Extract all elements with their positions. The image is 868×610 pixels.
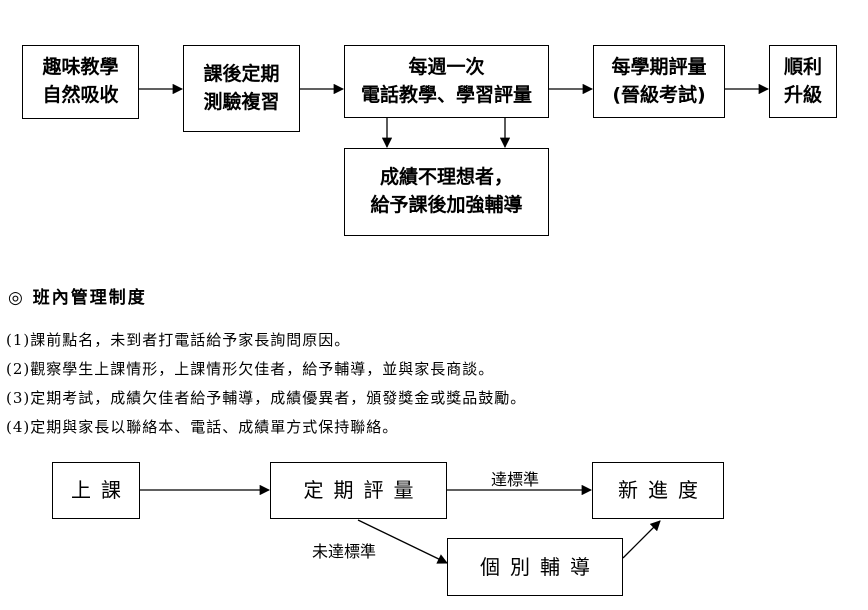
rule-item: (3)定期考試，成績欠佳者給予輔導，成績優異者，頒發獎金或獎品鼓勵。 bbox=[6, 389, 527, 407]
node-semester-exam-line1: 每學期評量 bbox=[611, 55, 707, 78]
node-fun-learning-line2: 自然吸收 bbox=[42, 84, 119, 106]
rule-item: (2)觀察學生上課情形，上課情形欠佳者，給予輔導，並與家長商談。 bbox=[6, 360, 495, 378]
node-class: 上課 bbox=[52, 462, 140, 519]
node-tutoring: 個別輔導 bbox=[447, 538, 623, 596]
node-remedial-line1: 成績不理想者， bbox=[379, 166, 513, 189]
arrow-assessment-tutoring bbox=[357, 519, 448, 564]
rule-item: (4)定期與家長以聯絡本、電話、成績單方式保持聯絡。 bbox=[6, 418, 399, 436]
node-promotion-line1: 順利 bbox=[783, 55, 822, 78]
node-promotion-line2: 升級 bbox=[783, 83, 822, 106]
node-semester-exam-line2: (晉級考試) bbox=[612, 83, 706, 106]
node-fun-learning: 趣味教學 自然吸收 bbox=[22, 45, 139, 119]
node-assessment-label: 定期評量 bbox=[303, 478, 424, 502]
section-heading: ◎ 班內管理制度 bbox=[8, 288, 147, 308]
node-class-label: 上課 bbox=[71, 478, 131, 502]
node-review-tests: 課後定期 測驗複習 bbox=[183, 45, 300, 132]
node-new-progress-label: 新進度 bbox=[618, 478, 708, 502]
node-weekly-call-line1: 每週一次 bbox=[408, 55, 485, 78]
node-review-tests-line1: 課後定期 bbox=[203, 62, 280, 85]
node-semester-exam: 每學期評量 (晉級考試) bbox=[593, 45, 725, 118]
node-weekly-call: 每週一次 電話教學、學習評量 bbox=[344, 45, 549, 118]
node-promotion: 順利 升級 bbox=[769, 45, 837, 118]
arrow-tutoring-newprogress bbox=[622, 520, 661, 559]
node-new-progress: 新進度 bbox=[592, 462, 724, 519]
node-assessment: 定期評量 bbox=[270, 462, 447, 519]
fail-label: 未達標準 bbox=[312, 542, 377, 561]
node-tutoring-label: 個別輔導 bbox=[480, 554, 600, 579]
rule-item: (1)課前點名，未到者打電話給予家長詢問原因。 bbox=[6, 331, 351, 349]
node-remedial-line2: 給予課後加強輔導 bbox=[370, 194, 523, 216]
pass-label: 達標準 bbox=[491, 470, 540, 489]
node-fun-learning-line1: 趣味教學 bbox=[42, 56, 119, 79]
node-remedial: 成績不理想者， 給予課後加強輔導 bbox=[344, 148, 549, 236]
node-weekly-call-line2: 電話教學、學習評量 bbox=[360, 83, 532, 106]
node-review-tests-line2: 測驗複習 bbox=[203, 90, 280, 113]
rules-list: (1)課前點名，未到者打電話給予家長詢問原因。 (2)觀察學生上課情形，上課情形… bbox=[6, 326, 526, 442]
